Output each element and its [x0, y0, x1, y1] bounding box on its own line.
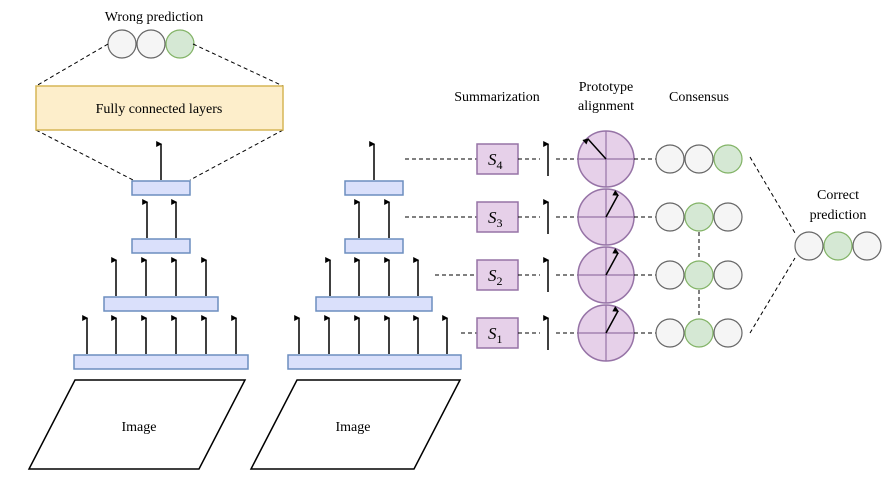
dashed-connector: [749, 156, 796, 234]
input-image-right: [249, 379, 462, 470]
level-row: S1: [461, 304, 743, 362]
prediction-circle-grey: [852, 231, 882, 261]
prediction-circle-green: [684, 260, 714, 290]
prediction-circle-grey: [713, 202, 743, 232]
summary-index: 2: [497, 274, 503, 288]
dashed-connector: [35, 129, 134, 181]
prediction-circle-grey: [684, 144, 714, 174]
alignment-arrow: [605, 248, 620, 276]
prediction-circle-green: [684, 202, 714, 232]
correct-label-line2: prediction: [810, 208, 867, 223]
input-image-left: [27, 379, 247, 470]
prediction-circle-grey: [713, 318, 743, 348]
prediction-circle-green: [713, 144, 743, 174]
dashed-connector: [192, 43, 284, 87]
feature-layer: [131, 180, 191, 196]
left-feature-pyramid: [73, 141, 249, 370]
summarization-label: Summarization: [454, 90, 540, 105]
wrong-prediction-circles: [107, 29, 195, 59]
summary-box: [476, 201, 519, 233]
feature-layer: [315, 296, 433, 312]
prediction-circle-grey: [713, 260, 743, 290]
summary-index: 1: [497, 332, 503, 346]
level-row: S4: [405, 130, 743, 188]
prototype-label-line1: Prototype: [579, 80, 633, 95]
prediction-circle-green: [165, 29, 195, 59]
prediction-circle-grey: [107, 29, 137, 59]
summary-box: [476, 259, 519, 291]
alignment-arrow: [582, 138, 607, 160]
consensus-label: Consensus: [669, 90, 729, 105]
prediction-circle-green: [684, 318, 714, 348]
left-panel: Wrong prediction Fully connected layers …: [27, 10, 284, 470]
dashed-connector: [749, 257, 796, 334]
prediction-circle-grey: [655, 202, 685, 232]
level-row: S2: [435, 246, 743, 304]
prediction-circle-green: [823, 231, 853, 261]
prediction-circle-grey: [655, 144, 685, 174]
summary-index: 4: [497, 158, 503, 172]
wrong-prediction-label: Wrong prediction: [105, 10, 204, 25]
summary-index: 3: [497, 216, 503, 230]
right-panel: Summarization Prototype alignment Consen…: [249, 80, 882, 470]
feature-layer: [73, 354, 249, 370]
fully-connected-label: Fully connected layers: [96, 102, 223, 117]
correct-label-line1: Correct: [817, 188, 859, 203]
feature-layer: [287, 354, 462, 370]
feature-layer: [131, 238, 191, 254]
dashed-connector: [189, 129, 284, 181]
feature-layer: [344, 238, 404, 254]
feature-layer: [344, 180, 404, 196]
fully-connected-box: [35, 85, 284, 131]
alignment-arrow: [605, 306, 620, 334]
image-label-left: Image: [122, 420, 157, 435]
alignment-arrow: [605, 190, 620, 218]
right-feature-pyramid: [287, 141, 462, 370]
feature-layer: [103, 296, 219, 312]
prediction-circle-grey: [655, 318, 685, 348]
level-row: S3: [405, 188, 743, 246]
prediction-circle-grey: [136, 29, 166, 59]
correct-prediction-circles: [794, 231, 882, 261]
prototype-label-line2: alignment: [578, 99, 634, 114]
summary-box: [476, 317, 519, 349]
prediction-circle-grey: [655, 260, 685, 290]
dashed-connector: [35, 43, 109, 87]
image-label-right: Image: [336, 420, 371, 435]
prediction-circle-grey: [794, 231, 824, 261]
